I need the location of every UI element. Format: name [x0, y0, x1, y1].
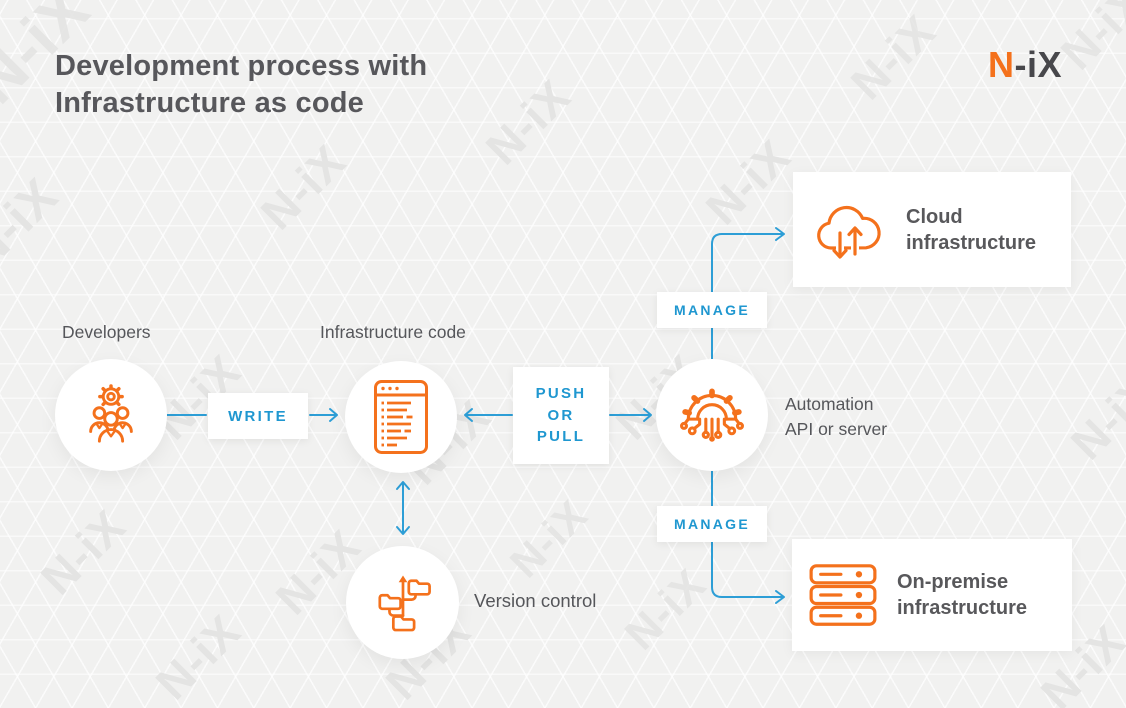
manage-bottom-label: MANAGE	[673, 516, 751, 532]
infrastructure-code-label: Infrastructure code	[320, 322, 466, 342]
write-action-box: WRITE	[208, 393, 308, 439]
logo-dark-part: -iX	[1014, 44, 1063, 85]
arrowhead-into-onpremise	[775, 590, 785, 604]
write-label: WRITE	[228, 407, 288, 425]
manage-top-label: MANAGE	[673, 302, 751, 318]
or-label: OR	[547, 406, 575, 424]
arrowhead-into-code-from-push	[464, 408, 473, 422]
cloud-infrastructure-card: Cloud infrastructure	[793, 172, 1071, 287]
onprem-card-label-line2: infrastructure	[897, 597, 1028, 619]
arrowhead-up-to-code	[396, 481, 410, 490]
cloud-card-label-line2: infrastructure	[906, 231, 1037, 254]
developers-node	[55, 359, 167, 471]
push-label: PUSH	[535, 385, 587, 403]
page-title-line2: Infrastructure as code	[55, 87, 364, 119]
arrowhead-down-to-versioncontrol	[396, 526, 410, 535]
version-control-node	[346, 546, 459, 659]
developers-label: Developers	[62, 322, 151, 342]
pull-label: PULL	[536, 428, 586, 446]
arrowhead-into-automation	[643, 408, 652, 422]
version-control-label: Version control	[474, 590, 597, 611]
automation-circuit-icon	[679, 388, 745, 442]
on-premise-infrastructure-card: On-premise infrastructure	[792, 539, 1072, 651]
team-gear-icon	[89, 384, 133, 443]
onprem-card-label: On-premise infrastructure	[897, 569, 1027, 621]
page-title-line1: Development process with	[55, 50, 428, 82]
code-window-icon	[374, 380, 428, 454]
connector-automation-cloud	[711, 233, 783, 364]
automation-label-line1: Automation	[785, 394, 874, 414]
arrowhead-into-code-from-write	[329, 408, 338, 422]
server-stack-icon	[809, 564, 877, 626]
manage-bottom-box: MANAGE	[657, 506, 767, 542]
automation-node	[656, 359, 768, 471]
arrowhead-into-cloud	[775, 227, 785, 241]
automation-label: Automation API or server	[785, 392, 887, 442]
cloud-card-label-line1: Cloud	[906, 205, 963, 228]
logo-orange-part: N	[988, 44, 1015, 85]
page-title: Development process with Infrastructure …	[55, 48, 427, 122]
cloud-sync-icon	[817, 205, 881, 260]
automation-label-line2: API or server	[785, 419, 888, 439]
version-branch-icon	[377, 574, 431, 631]
nix-logo: N-iX	[988, 44, 1062, 86]
connector-automation-onpremise	[711, 466, 783, 598]
manage-top-box: MANAGE	[657, 292, 767, 328]
cloud-card-label: Cloud infrastructure	[906, 204, 1036, 256]
onprem-card-label-line1: On-premise	[897, 571, 1009, 593]
push-or-pull-action-box: PUSH OR PULL	[513, 367, 609, 464]
infrastructure-code-node	[345, 361, 457, 473]
